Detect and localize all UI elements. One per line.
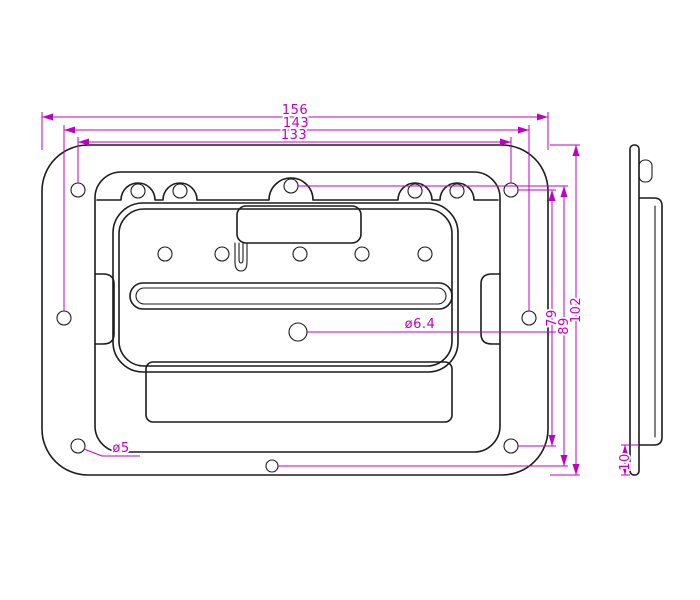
dim-label-overall-width: 156 <box>282 103 308 118</box>
hole <box>157 246 173 262</box>
dim-label-side-hole-spacing: 143 <box>283 116 309 131</box>
hole <box>283 178 299 194</box>
hole <box>70 182 86 198</box>
hole <box>407 183 423 199</box>
grip-slot-outer <box>129 282 453 310</box>
hole <box>265 459 279 473</box>
leader-line-small-hole <box>83 448 140 457</box>
plate-mounting-holes <box>56 182 537 473</box>
ext-lines-89 <box>278 185 568 467</box>
side-view <box>629 144 663 476</box>
hole <box>130 183 146 199</box>
handle-bracket-inner <box>118 208 453 367</box>
dim-label-large-hole-diameter: ø6.4 <box>405 317 436 332</box>
mounting-plate-outline <box>41 144 549 476</box>
hole <box>417 246 433 262</box>
hole <box>503 182 519 198</box>
hole <box>449 183 465 199</box>
front-view <box>41 144 549 476</box>
pivot-cup-right <box>480 273 501 345</box>
large-rivet-hole <box>288 322 308 342</box>
dim-label-corner-hole-vertical-spacing: 79 <box>545 309 560 327</box>
ext-lines-133 <box>77 137 512 183</box>
flange-scallop-edge <box>96 177 499 201</box>
pivot-cup-left <box>94 273 115 345</box>
hole <box>70 438 86 454</box>
dim-label-overall-height: 102 <box>569 297 584 323</box>
dim-label-small-hole-diameter: ø5 <box>112 441 129 456</box>
side-recess-pan <box>638 197 663 446</box>
spring-wire-slot <box>234 242 248 272</box>
dim-label-top-hole-spacing: 133 <box>281 128 307 143</box>
pivot-block <box>236 205 362 244</box>
ext-lines-143 <box>63 125 530 311</box>
hole <box>56 310 72 326</box>
handle-flap <box>145 361 453 423</box>
bracket-rivet-holes <box>157 246 433 262</box>
dim-label-depth: 10 <box>618 453 633 471</box>
hole <box>214 246 230 262</box>
hole <box>292 246 308 262</box>
dimension-labels: 156 143 133 79 89 102 ø6.4 ø5 10 <box>111 101 635 472</box>
side-flange-tab <box>638 159 653 183</box>
handle-bracket-outer <box>112 202 459 373</box>
hole <box>354 246 370 262</box>
side-flange-plate <box>629 144 640 476</box>
dim-label-center-hole-vertical-spacing: 89 <box>557 317 572 335</box>
hole <box>172 183 188 199</box>
flange-tab-holes <box>130 178 465 199</box>
hole <box>503 438 519 454</box>
dimension-annotations <box>41 112 639 476</box>
recess-dish-outline <box>94 171 501 453</box>
hole <box>521 310 537 326</box>
grip-slot-inner <box>135 287 447 305</box>
